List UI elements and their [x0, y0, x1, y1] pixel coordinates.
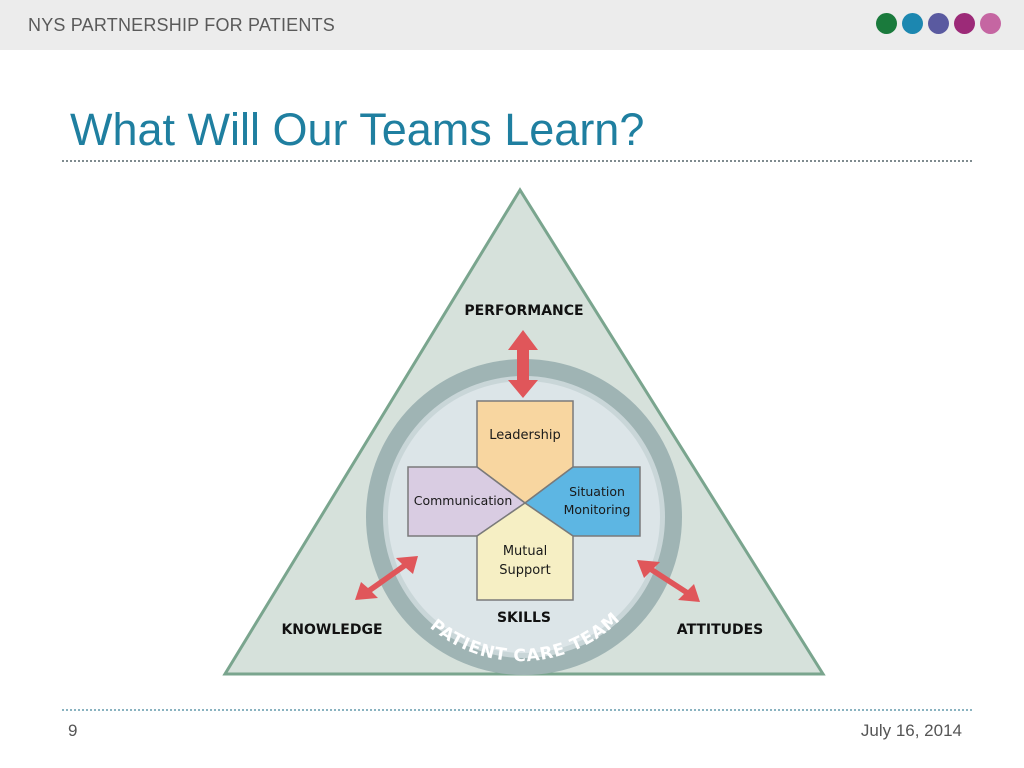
mutual-support-label-line2: Support [499, 563, 550, 578]
blue-violet-dot [928, 13, 949, 34]
situation-label-line1: Situation [569, 484, 625, 499]
knowledge-arrow [355, 556, 418, 600]
leadership-label: Leadership [489, 428, 560, 443]
footer-divider [62, 709, 972, 711]
pink-dot [980, 13, 1001, 34]
slide-title: What Will Our Teams Learn? [70, 104, 645, 155]
situation-label-line2: Monitoring [564, 502, 631, 517]
performance-arrow [508, 330, 538, 398]
header-title: NYS PARTNERSHIP FOR PATIENTS [28, 15, 335, 35]
mutual-support-label-line1: Mutual [503, 544, 547, 559]
page-number: 9 [68, 721, 78, 740]
magenta-dot [954, 13, 975, 34]
green-dot [876, 13, 897, 34]
title-divider [62, 160, 972, 162]
attitudes-arrow [637, 560, 700, 602]
skills-label: SKILLS [497, 610, 551, 626]
knowledge-label: KNOWLEDGE [281, 622, 382, 638]
brand-dots [876, 13, 1006, 37]
mutual-support-box [476, 502, 574, 601]
footer-date: July 16, 2014 [860, 721, 962, 740]
header-bar: NYS PARTNERSHIP FOR PATIENTS [0, 0, 1024, 50]
teal-dot [902, 13, 923, 34]
attitudes-label: ATTITUDES [677, 622, 764, 638]
communication-label: Communication [414, 493, 513, 508]
situation-monitoring-box [523, 466, 641, 537]
performance-label: PERFORMANCE [464, 303, 583, 319]
